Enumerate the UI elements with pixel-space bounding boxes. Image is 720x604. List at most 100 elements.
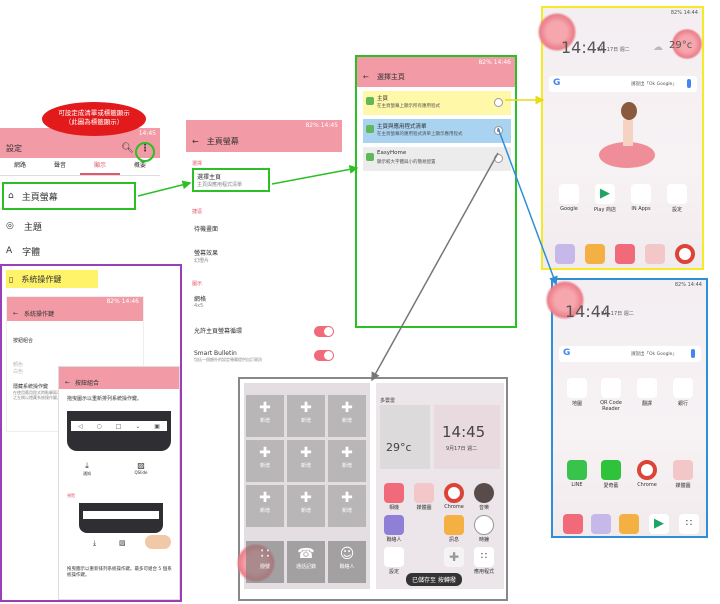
- messages-icon[interactable]: [585, 244, 605, 264]
- item-title: Smart Bulletin: [194, 350, 237, 357]
- radio-easyhome[interactable]: [494, 154, 503, 163]
- tile-add[interactable]: ✚新增: [246, 485, 284, 527]
- select-home-item[interactable]: 選擇主頁 主頁與應用程式清單: [192, 168, 270, 192]
- row-hide-navkeys[interactable]: 隱藏系統操作鍵在使用應用程式時點擊兩次系統操作鍵之左側以隱藏系統操作鍵。: [13, 385, 83, 401]
- status-time: 14:45: [138, 129, 156, 137]
- contacts-tile[interactable]: ☺聯絡人: [328, 541, 366, 583]
- chrome-icon[interactable]: [444, 483, 464, 503]
- chrome-icon[interactable]: [675, 244, 695, 264]
- maps-icon[interactable]: [567, 378, 587, 398]
- settings-item-home[interactable]: ⌂ 主頁螢幕: [2, 182, 136, 210]
- in-apps-icon[interactable]: [631, 184, 651, 204]
- settings-item-theme[interactable]: ◎ 主題: [6, 218, 156, 234]
- slot-notify[interactable]: ⤓ 通知: [77, 461, 97, 477]
- gallery-icon[interactable]: [673, 460, 693, 480]
- dialer-tile[interactable]: ∷撥號: [246, 541, 284, 583]
- settings-item-font[interactable]: A 字體: [6, 242, 156, 260]
- gallery-icon[interactable]: [645, 244, 665, 264]
- messages-icon[interactable]: [619, 514, 639, 534]
- back-icon[interactable]: ←: [13, 309, 19, 317]
- settings-item-navkeys[interactable]: ▯ 系統操作鍵: [6, 270, 98, 288]
- tile-add[interactable]: ✚新增: [328, 395, 366, 437]
- iqiyi-icon[interactable]: [601, 460, 621, 480]
- tile-add[interactable]: ✚新增: [328, 440, 366, 482]
- row-button-combo[interactable]: 按鈕組合: [13, 337, 139, 344]
- clock-widget[interactable]: 14:45 9月17日 週二: [434, 405, 500, 469]
- clock-widget[interactable]: 14:44: [561, 38, 608, 57]
- slot-qslide[interactable]: ▨ QSlide: [129, 461, 153, 475]
- row-color[interactable]: 顏色白色: [13, 361, 139, 375]
- tile-add[interactable]: ✚新增: [287, 395, 325, 437]
- app-drawer-icon[interactable]: ∷: [679, 514, 699, 534]
- mic-icon[interactable]: [691, 349, 695, 358]
- camera-icon[interactable]: [615, 244, 635, 264]
- allow-loop-item[interactable]: 允許主頁螢幕循環: [194, 326, 340, 338]
- section-label: 捷逕: [192, 209, 203, 215]
- drag-qslide-icon[interactable]: ▨: [119, 539, 126, 547]
- camera-icon[interactable]: [563, 514, 583, 534]
- radio-home-applist[interactable]: [494, 126, 503, 135]
- add-icon[interactable]: ✚: [444, 547, 464, 567]
- search-icon[interactable]: 🔍︎: [121, 142, 134, 154]
- grid-item[interactable]: 網格 4x5: [194, 294, 206, 309]
- gallery-icon[interactable]: [414, 483, 434, 503]
- tab-display[interactable]: 顯示: [80, 158, 120, 175]
- play-store-icon[interactable]: ▶: [649, 514, 669, 534]
- chrome-icon[interactable]: [637, 460, 657, 480]
- weather-widget[interactable]: 29°c: [380, 405, 430, 469]
- settings-icon[interactable]: [384, 547, 404, 567]
- line-icon[interactable]: [567, 460, 587, 480]
- clock-icon[interactable]: [474, 515, 494, 535]
- tile-add[interactable]: ✚新增: [246, 440, 284, 482]
- back-icon[interactable]: ←: [65, 378, 71, 386]
- tab-general[interactable]: 概要: [133, 162, 146, 169]
- qslide-key-icon[interactable]: ▣: [154, 422, 160, 430]
- tile-add[interactable]: ✚新增: [287, 440, 325, 482]
- tile-add[interactable]: ✚新增: [246, 395, 284, 437]
- music-icon[interactable]: [474, 483, 494, 503]
- option-home[interactable]: 主頁 在主頁螢幕上顯示所有應用程式: [363, 91, 511, 115]
- wallpaper-item[interactable]: 待機畫面: [194, 226, 219, 233]
- radio-home[interactable]: [494, 98, 503, 107]
- option-easyhome[interactable]: EasyHome 顯示較大字體與小的簡易配置: [363, 147, 511, 171]
- bulletin-item[interactable]: Smart Bulletin 包括一個額外的設定螢幕提供自訂資訊: [194, 350, 340, 363]
- add-person-icon: ✚: [259, 400, 271, 416]
- status-bar: 82% 14:46: [7, 297, 143, 305]
- bulletin-toggle[interactable]: [314, 350, 334, 361]
- bank-folder-icon[interactable]: [673, 378, 693, 398]
- option-home-applist[interactable]: 主頁與應用程式清單 在主頁螢幕的應用程式清單上顯示應用程式: [363, 119, 511, 143]
- tab-sound[interactable]: 聲音: [53, 162, 66, 169]
- messages-icon[interactable]: [444, 515, 464, 535]
- app-drawer-icon[interactable]: ∷: [474, 547, 494, 567]
- contacts-icon[interactable]: [384, 515, 404, 535]
- play-store-icon[interactable]: ▶: [595, 184, 615, 204]
- back-icon[interactable]: ←: [192, 136, 199, 146]
- app-label: 音樂: [478, 505, 489, 511]
- clock-widget[interactable]: 14:44: [565, 302, 612, 321]
- camera-icon[interactable]: [384, 483, 404, 503]
- home-key-icon[interactable]: ○: [96, 422, 102, 430]
- google-search-bar[interactable]: G 請說出「Ok Google」: [549, 76, 697, 92]
- translate-icon[interactable]: [637, 378, 657, 398]
- home-screen-settings: 82% 14:45 ← 主頁螢幕 選擇 選擇主頁 主頁與應用程式清單 捷逕 待機…: [186, 120, 342, 364]
- effect-item[interactable]: 螢幕效果 幻燈片: [194, 248, 218, 264]
- call-log-tile[interactable]: ☎通話記錄: [287, 541, 325, 583]
- option-title: 主頁: [377, 96, 389, 102]
- allow-loop-toggle[interactable]: [314, 326, 334, 337]
- phone-icon[interactable]: [555, 244, 575, 264]
- qr-reader-icon[interactable]: [601, 378, 621, 398]
- back-key-icon[interactable]: ◁: [77, 422, 83, 430]
- drag-chevron-icon[interactable]: ⤓: [93, 539, 97, 547]
- recent-key-icon[interactable]: □: [115, 422, 122, 430]
- google-folder-icon[interactable]: [559, 184, 579, 204]
- settings-icon[interactable]: [667, 184, 687, 204]
- phone-icon[interactable]: [591, 514, 611, 534]
- tab-network[interactable]: 網路: [13, 162, 26, 169]
- tile-add[interactable]: ✚新增: [287, 485, 325, 527]
- mic-icon[interactable]: [687, 79, 691, 88]
- back-icon[interactable]: ←: [363, 73, 369, 81]
- notify-key-icon[interactable]: ⌄: [135, 422, 141, 430]
- google-search-bar[interactable]: G 請說出「Ok Google」: [559, 346, 701, 362]
- tile-add[interactable]: ✚新增: [328, 485, 366, 527]
- qslide-icon: ▨: [137, 461, 145, 470]
